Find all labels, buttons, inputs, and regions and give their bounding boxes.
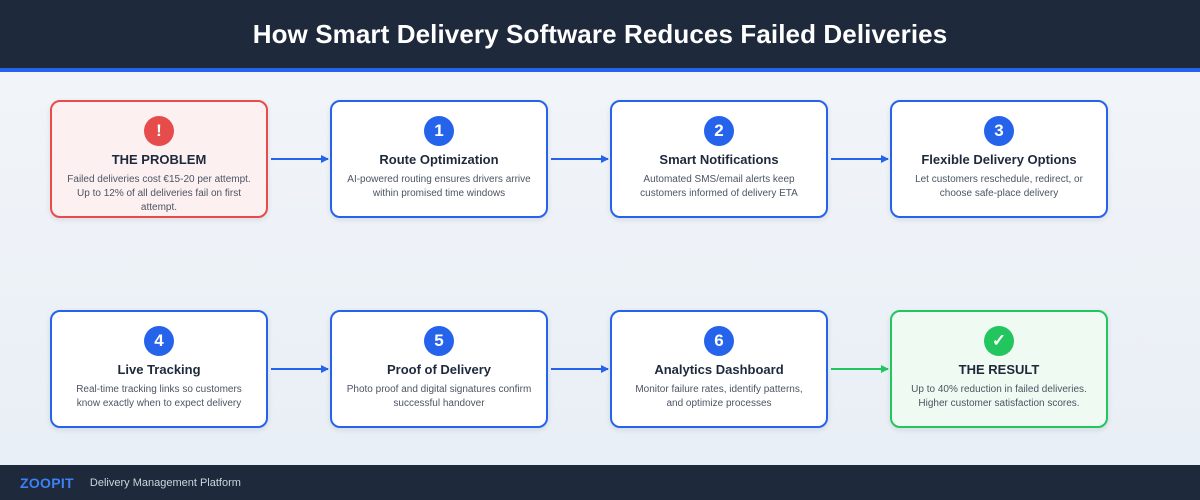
card-title: Proof of Delivery	[386, 362, 492, 377]
problem-card: ! THE PROBLEM Failed deliveries cost €15…	[50, 100, 268, 218]
step-card-analytics-dashboard: 6 Analytics Dashboard Monitor failure ra…	[610, 310, 828, 428]
alert-icon: !	[144, 116, 174, 146]
result-card: ✓ THE RESULT Up to 40% reduction in fail…	[890, 310, 1108, 428]
step-card-proof-of-delivery: 5 Proof of Delivery Photo proof and digi…	[330, 310, 548, 428]
card-title: Live Tracking	[117, 362, 201, 377]
step-card-route-optimization: 1 Route Optimization AI-powered routing …	[330, 100, 548, 218]
card-title: Smart Notifications	[659, 152, 779, 167]
card-description: Failed deliveries cost €15-20 per attemp…	[67, 174, 251, 213]
card-title: Route Optimization	[379, 152, 499, 167]
card-description: Automated SMS/email alerts keep customer…	[640, 174, 798, 199]
step-number-badge: 4	[144, 326, 174, 356]
footer-bar: ZOOPIT Delivery Management Platform	[0, 465, 1200, 500]
page-title: How Smart Delivery Software Reduces Fail…	[252, 18, 948, 49]
step-card-live-tracking: 4 Live Tracking Real-time tracking links…	[50, 310, 268, 428]
card-description: AI-powered routing ensures drivers arriv…	[347, 174, 531, 199]
step-number-badge: 6	[704, 326, 734, 356]
footer-tagline: Delivery Management Platform	[89, 476, 241, 489]
step-number-badge: 3	[984, 116, 1014, 146]
header-bar: How Smart Delivery Software Reduces Fail…	[0, 0, 1200, 68]
card-description: Photo proof and digital signatures confi…	[346, 384, 532, 409]
card-title: THE PROBLEM	[111, 152, 207, 167]
checkmark-icon: ✓	[984, 326, 1014, 356]
step-card-smart-notifications: 2 Smart Notifications Automated SMS/emai…	[610, 100, 828, 218]
card-description: Up to 40% reduction in failed deliveries…	[911, 384, 1087, 409]
step-card-flexible-delivery-options: 3 Flexible Delivery Options Let customer…	[890, 100, 1108, 218]
card-title: THE RESULT	[958, 362, 1040, 377]
step-number-badge: 2	[704, 116, 734, 146]
card-title: Analytics Dashboard	[654, 362, 784, 377]
header-accent-line	[0, 68, 1200, 72]
card-title: Flexible Delivery Options	[921, 152, 1077, 167]
step-number-badge: 1	[424, 116, 454, 146]
card-description: Monitor failure rates, identify patterns…	[635, 384, 803, 409]
card-description: Real-time tracking links so customers kn…	[76, 384, 242, 409]
card-description: Let customers reschedule, redirect, or c…	[915, 174, 1083, 199]
brand-logo: ZOOPIT	[20, 474, 74, 491]
step-number-badge: 5	[424, 326, 454, 356]
